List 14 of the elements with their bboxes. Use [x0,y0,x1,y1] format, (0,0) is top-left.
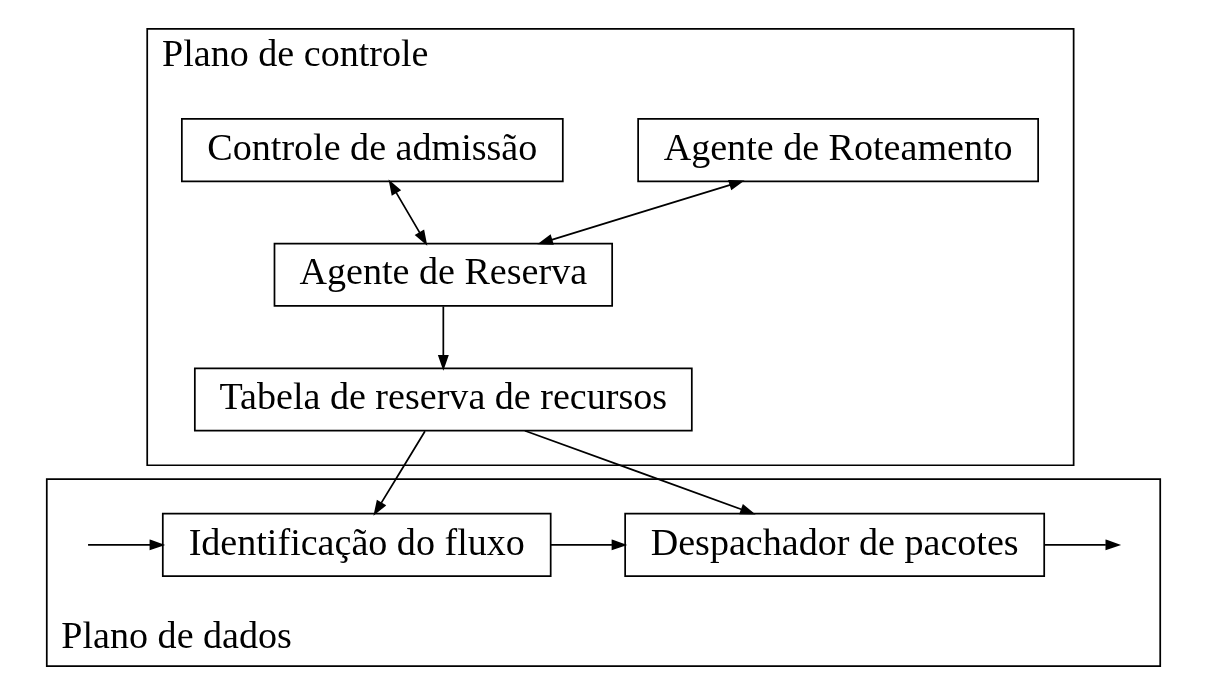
node-box: Identificação do fluxo [161,512,552,577]
arrow [537,179,745,245]
arrow [524,429,756,515]
arrow [550,539,628,551]
arrow [1043,539,1122,551]
node-box: Agente de Reserva [273,242,614,307]
node-box: Despachador de pacotes [624,512,1046,577]
node-box: Controle de admissão [181,118,564,183]
arrow [437,305,449,371]
node-box: Tabela de reserva de recursos [193,367,693,432]
arrow [87,539,166,551]
arrow [373,430,426,516]
node-box: Agente de Roteamento [637,118,1039,183]
arrow [388,179,428,246]
